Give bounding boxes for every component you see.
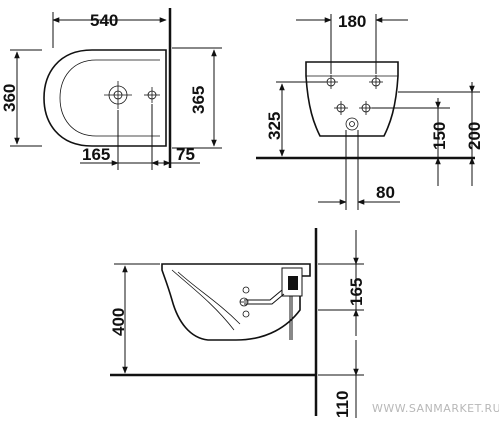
- dim-165-top: 165: [82, 145, 110, 164]
- top-view: 540 360 365 165 75: [0, 8, 222, 170]
- dim-365: 365: [189, 86, 208, 114]
- dim-180: 180: [338, 12, 366, 31]
- fixing-points: [324, 75, 383, 131]
- dim-110: 110: [333, 391, 352, 418]
- dim-80: 80: [376, 183, 395, 202]
- dim-325: 325: [265, 112, 284, 140]
- front-view: 180 325 150 200 80: [256, 12, 484, 210]
- dim-165-side: 165: [347, 278, 366, 306]
- plumbing: [239, 267, 303, 340]
- dim-400: 400: [109, 308, 128, 336]
- bidet-side-outline: [161, 263, 311, 341]
- dim-360: 360: [0, 84, 19, 112]
- dim-540: 540: [90, 11, 118, 30]
- side-view: 400 165 110: [109, 228, 366, 418]
- watermark: WWW.SANMARKET.RU: [372, 402, 499, 415]
- dim-75: 75: [176, 145, 195, 164]
- bowl-rim: [59, 59, 160, 137]
- bidet-front-outline: [305, 61, 399, 137]
- bidet-plan-outline: [43, 49, 167, 147]
- dim-200: 200: [465, 122, 484, 150]
- dim-150: 150: [430, 122, 449, 150]
